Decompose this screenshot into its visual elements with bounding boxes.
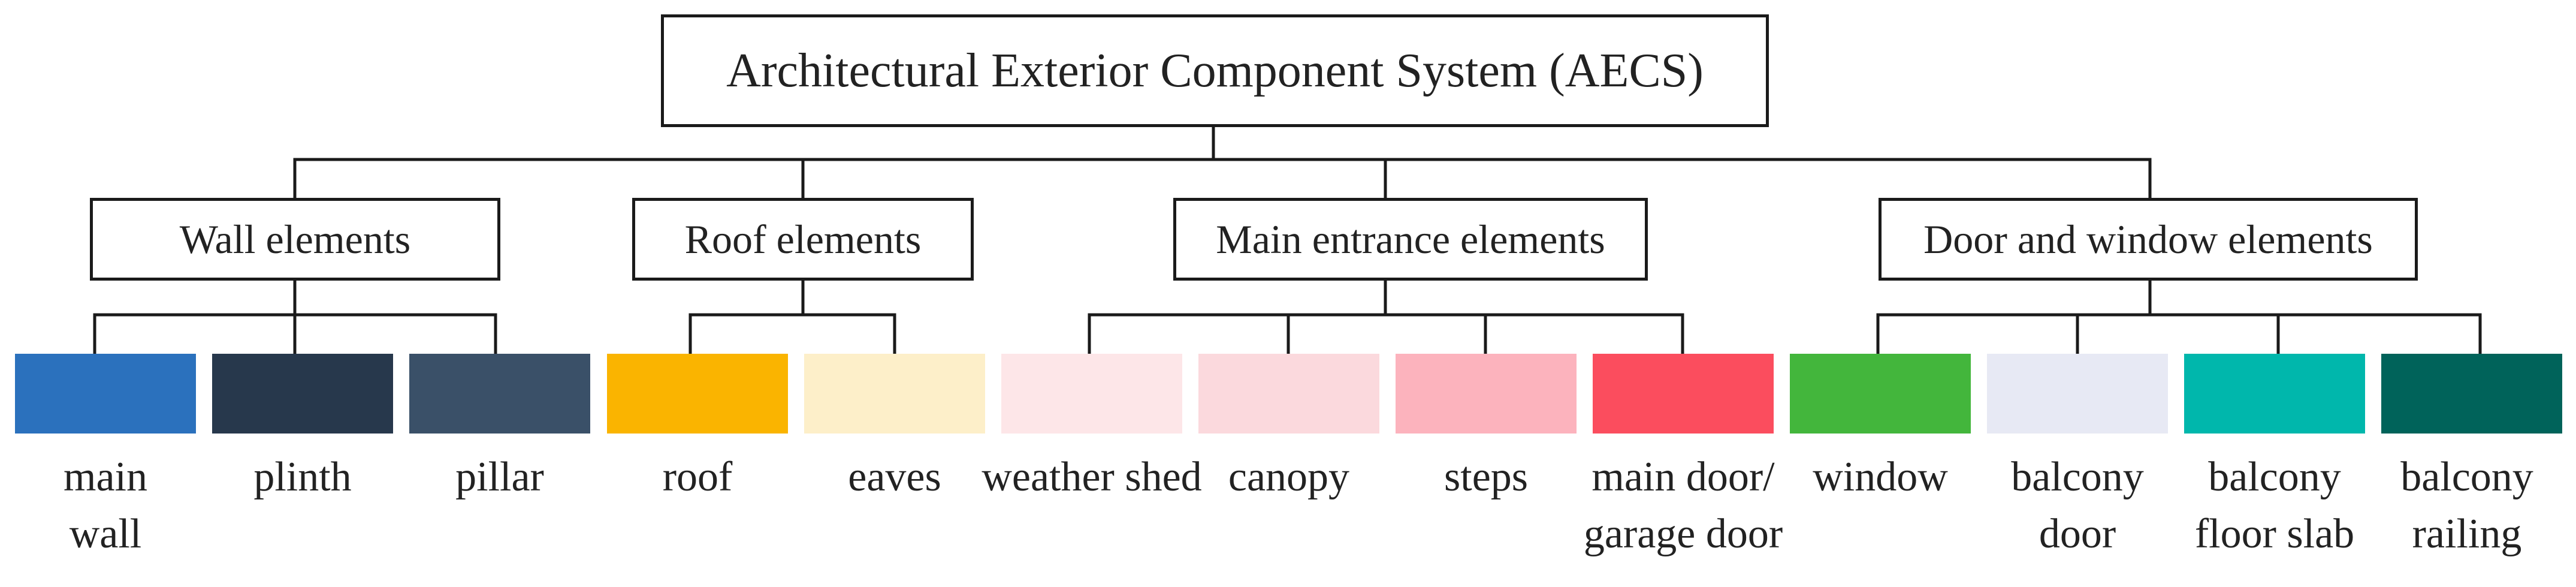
category-door-window-elements: Door and window elements bbox=[1879, 198, 2418, 281]
swatch-pillar bbox=[409, 354, 590, 434]
swatch-canopy bbox=[1198, 354, 1379, 434]
label-steps: steps bbox=[1444, 454, 1528, 500]
swatch-roof bbox=[607, 354, 788, 434]
label-roof: roof bbox=[662, 454, 733, 500]
category-wall-elements: Wall elements bbox=[90, 198, 500, 281]
swatch-eaves bbox=[804, 354, 985, 434]
swatch-plinth bbox=[212, 354, 393, 434]
category-main-entrance-elements: Main entrance elements bbox=[1173, 198, 1648, 281]
label-balcony-door: balcony door bbox=[2011, 454, 2144, 557]
label-eaves: eaves bbox=[848, 454, 941, 500]
label-pillar: pillar bbox=[455, 454, 544, 500]
label-weather-shed: weather shed bbox=[982, 454, 1202, 500]
swatch-balcony-floor-slab bbox=[2184, 354, 2365, 434]
label-balcony-railing: balcony railing bbox=[2400, 454, 2533, 557]
label-main-door-garage-door: main door/ garage door bbox=[1583, 454, 1783, 557]
swatch-main-wall bbox=[15, 354, 196, 434]
category-roof-elements: Roof elements bbox=[632, 198, 974, 281]
swatch-main-door-garage-door bbox=[1593, 354, 1774, 434]
label-plinth: plinth bbox=[253, 454, 352, 500]
swatch-window bbox=[1790, 354, 1971, 434]
label-window: window bbox=[1813, 454, 1948, 500]
root-node: Architectural Exterior Component System … bbox=[661, 14, 1769, 127]
swatch-steps bbox=[1396, 354, 1577, 434]
label-balcony-floor-slab: balcony floor slab bbox=[2194, 454, 2355, 557]
label-canopy: canopy bbox=[1228, 454, 1350, 500]
swatch-weather-shed bbox=[1001, 354, 1182, 434]
label-main-wall: main wall bbox=[64, 454, 147, 557]
swatch-balcony-railing bbox=[2381, 354, 2562, 434]
swatch-balcony-door bbox=[1987, 354, 2168, 434]
